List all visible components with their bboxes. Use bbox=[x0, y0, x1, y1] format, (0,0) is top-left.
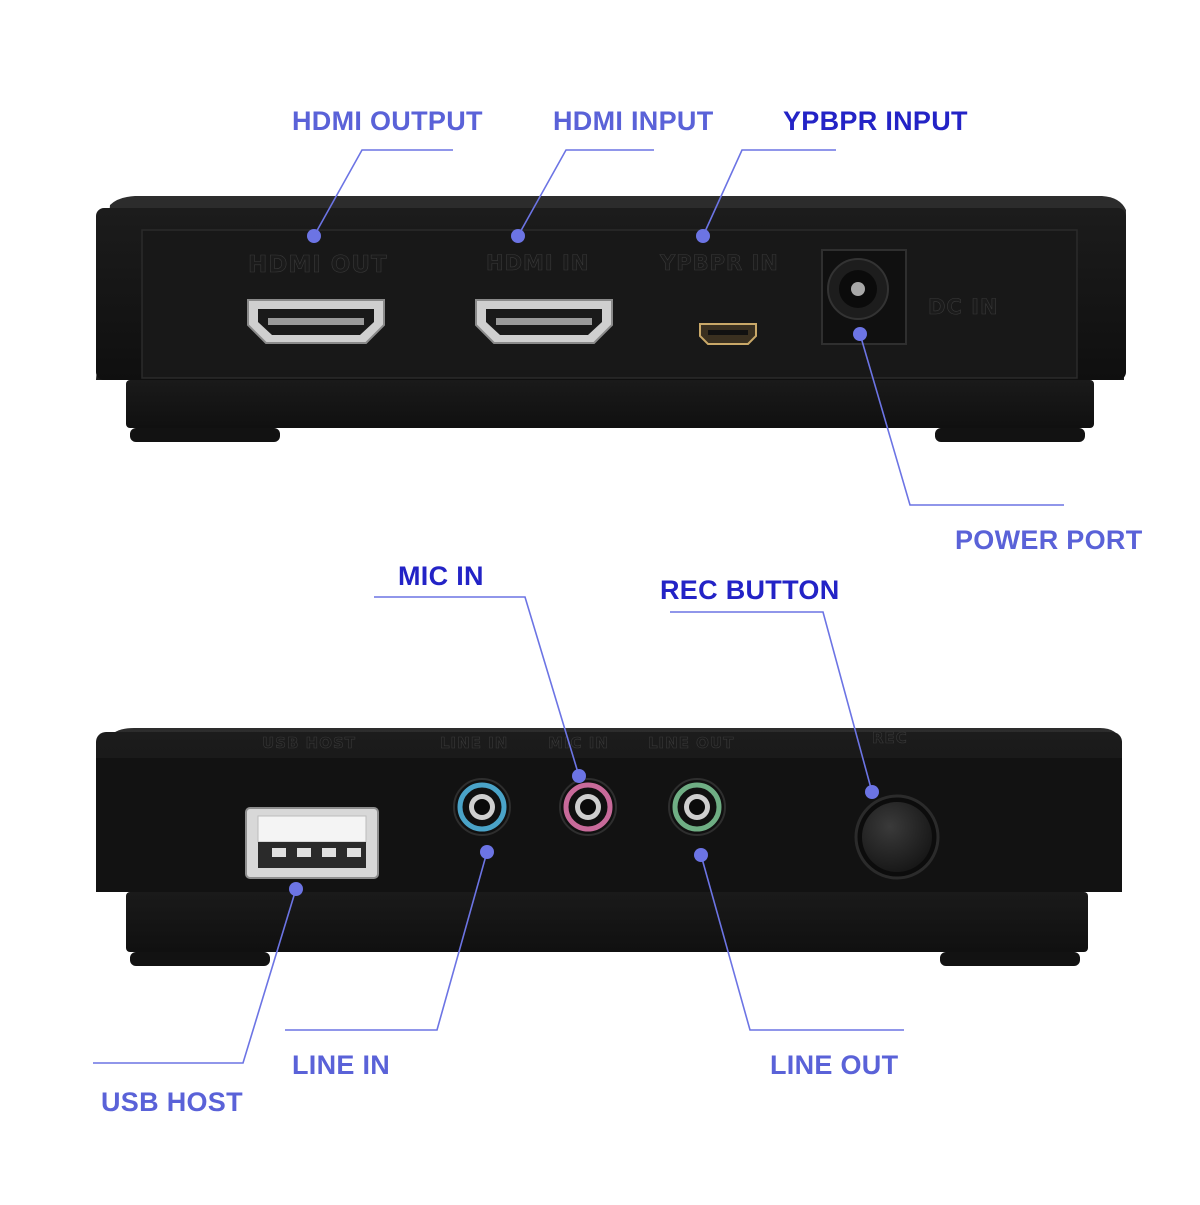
print-usb-host: USB HOST bbox=[262, 734, 356, 752]
dot-mic-in bbox=[572, 769, 586, 783]
label-line-out: LINE OUT bbox=[770, 1050, 899, 1080]
dot-power-port bbox=[853, 327, 867, 341]
leader-mic-in bbox=[374, 596, 580, 777]
front-panel-device: USB HOST LINE IN MIC IN LINE OUT REC bbox=[96, 728, 1122, 966]
line-in-jack bbox=[453, 778, 511, 836]
hdmi-out-port bbox=[247, 299, 385, 344]
leader-lines bbox=[93, 149, 1064, 1064]
label-usb-host: USB HOST bbox=[101, 1087, 243, 1117]
leader-ypbpr-input bbox=[702, 149, 836, 237]
label-hdmi-output: HDMI OUTPUT bbox=[292, 106, 483, 136]
print-dc-in: DC IN bbox=[928, 295, 999, 319]
dot-line-in bbox=[480, 845, 494, 859]
leader-line-out bbox=[700, 854, 904, 1031]
label-mic-in: MIC IN bbox=[398, 561, 484, 591]
label-ypbpr-input: YPBPR INPUT bbox=[783, 106, 968, 136]
leader-line-in bbox=[285, 851, 488, 1031]
print-line-out: LINE OUT bbox=[648, 734, 734, 752]
label-rec-button: REC BUTTON bbox=[660, 575, 840, 605]
dc-in-jack bbox=[821, 249, 907, 345]
print-hdmi-in: HDMI IN bbox=[486, 251, 589, 275]
leader-power-port bbox=[859, 333, 1064, 506]
dot-line-out bbox=[694, 848, 708, 862]
leader-rec-button bbox=[670, 611, 873, 793]
ypbpr-mini-port bbox=[699, 323, 757, 345]
rear-panel-device: HDMI OUT HDMI IN YPBPR IN DC IN bbox=[96, 196, 1126, 442]
print-mic-in: MIC IN bbox=[548, 734, 609, 752]
dot-usb-host bbox=[289, 882, 303, 896]
print-line-in: LINE IN bbox=[440, 734, 508, 752]
usb-host-port bbox=[245, 807, 379, 879]
label-hdmi-input: HDMI INPUT bbox=[553, 106, 714, 136]
mic-in-jack bbox=[559, 778, 617, 836]
rec-button bbox=[854, 794, 940, 880]
leader-usb-host bbox=[93, 888, 297, 1064]
print-rec: REC bbox=[872, 729, 908, 747]
dot-hdmi-input bbox=[511, 229, 525, 243]
label-line-in: LINE IN bbox=[292, 1050, 391, 1080]
callout-dots bbox=[289, 229, 879, 896]
leader-hdmi-output bbox=[313, 149, 453, 237]
print-ypbpr-in: YPBPR IN bbox=[659, 251, 779, 275]
dot-hdmi-output bbox=[307, 229, 321, 243]
hdmi-in-port bbox=[475, 299, 613, 344]
print-hdmi-out: HDMI OUT bbox=[248, 252, 388, 278]
leader-hdmi-input bbox=[517, 149, 654, 237]
label-power-port: POWER PORT bbox=[955, 525, 1143, 555]
dot-ypbpr-input bbox=[696, 229, 710, 243]
dot-rec-button bbox=[865, 785, 879, 799]
line-out-jack bbox=[668, 778, 726, 836]
